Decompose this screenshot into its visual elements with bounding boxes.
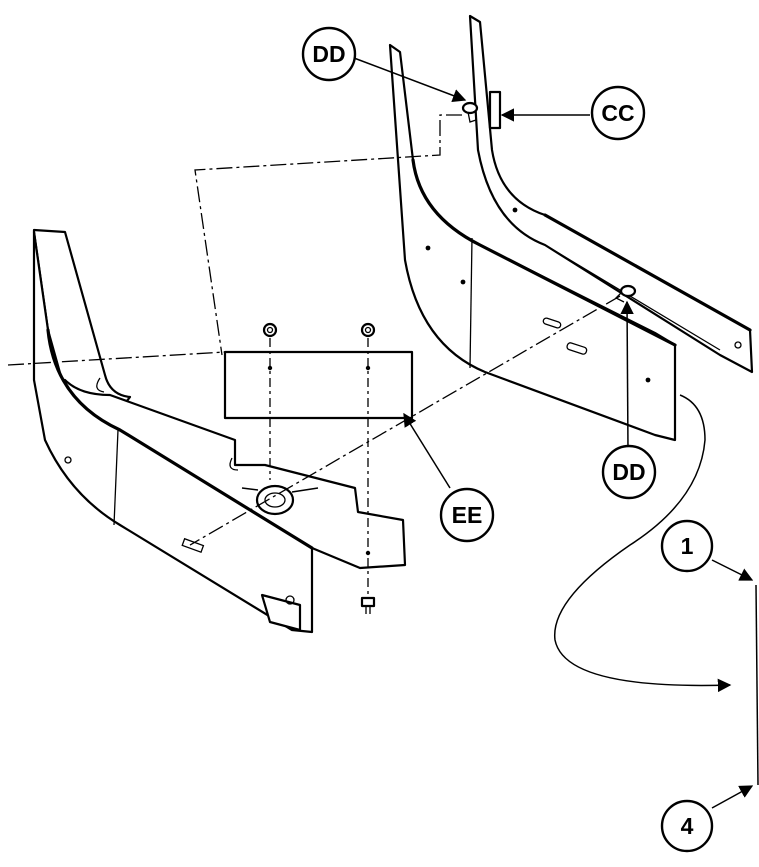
- callout-dd-top-circle: [301, 26, 357, 82]
- left-notch-1: [96, 377, 105, 393]
- nut-right: [360, 322, 376, 338]
- emblem-ring: [255, 484, 295, 516]
- right-slot-a: [542, 317, 562, 329]
- plate-ee-hole-1: [267, 365, 273, 371]
- callout-dd-right: DD: [601, 444, 657, 500]
- callout-dd-top: DD: [301, 26, 357, 82]
- pin-dd-top-shank: [467, 111, 477, 123]
- right-bracket-fold-edge: [411, 158, 677, 347]
- nut-right-inner: [364, 326, 372, 334]
- callout-dd-right-circle: [601, 444, 657, 500]
- right-bracket-rear-flange: [468, 14, 754, 374]
- right-hole-1: [425, 245, 431, 251]
- right-bracket: [388, 14, 754, 442]
- callout-item-4: 4: [660, 799, 714, 853]
- leader-dd-right: [620, 300, 634, 451]
- right-bracket-slot-line: [544, 244, 721, 351]
- bolt-shank: [365, 606, 371, 614]
- range-bracket-line: [755, 584, 759, 786]
- callout-cc-circle: [590, 85, 646, 141]
- pin-dd-right: [619, 284, 637, 298]
- pin-dd-top: [461, 101, 479, 115]
- centerline-left-horizontal: [7, 351, 226, 366]
- right-bracket-bend-line: [469, 237, 473, 369]
- callout-ee: EE: [439, 487, 495, 543]
- left-bracket-fold-edge: [46, 328, 314, 550]
- plate-ee: [223, 350, 414, 420]
- nut-left-inner: [266, 326, 274, 334]
- centerline-top-loop: [194, 114, 462, 356]
- callout-item-1: 1: [660, 519, 714, 573]
- callout-dd-top-label: DD: [312, 41, 345, 67]
- leader-ee: [403, 412, 451, 489]
- leader-dd-top: [353, 57, 467, 103]
- left-hole-1: [64, 456, 72, 464]
- nuts: [262, 322, 376, 338]
- callout-dd-right-label: DD: [612, 459, 645, 485]
- right-hole-4: [512, 207, 518, 213]
- right-hole-2: [460, 279, 466, 285]
- emblem-inner: [264, 492, 286, 508]
- callout-cc-label: CC: [601, 100, 634, 126]
- callout-item-1-label: 1: [681, 533, 694, 559]
- callout-item-4-circle: [660, 799, 714, 853]
- plate-ee-hole-2: [365, 365, 371, 371]
- right-end-hole: [734, 341, 742, 349]
- right-hole-3: [645, 377, 651, 383]
- leader-item-1: [711, 559, 754, 581]
- clip-cc-part: [488, 90, 502, 130]
- left-hole-2: [285, 595, 295, 605]
- callout-cc: CC: [590, 85, 646, 141]
- left-notch-2: [229, 457, 239, 471]
- leaders: [353, 57, 759, 809]
- plate-ee-body: [223, 350, 414, 420]
- swoosh-leader: [554, 394, 732, 693]
- callout-ee-circle: [439, 487, 495, 543]
- right-bracket-rear-edge: [543, 213, 752, 332]
- bolt: [360, 596, 376, 614]
- left-bracket: [32, 228, 407, 634]
- leader-item-4: [711, 785, 754, 809]
- callout-item-4-label: 4: [681, 813, 694, 839]
- left-bracket-bend-line: [113, 429, 119, 526]
- nut-left: [262, 322, 278, 338]
- emblem-ticks: [241, 487, 319, 493]
- right-slot-b: [566, 342, 588, 355]
- callout-ee-label: EE: [452, 502, 483, 528]
- callout-item-1-circle: [660, 519, 714, 573]
- bolt-head: [360, 596, 376, 608]
